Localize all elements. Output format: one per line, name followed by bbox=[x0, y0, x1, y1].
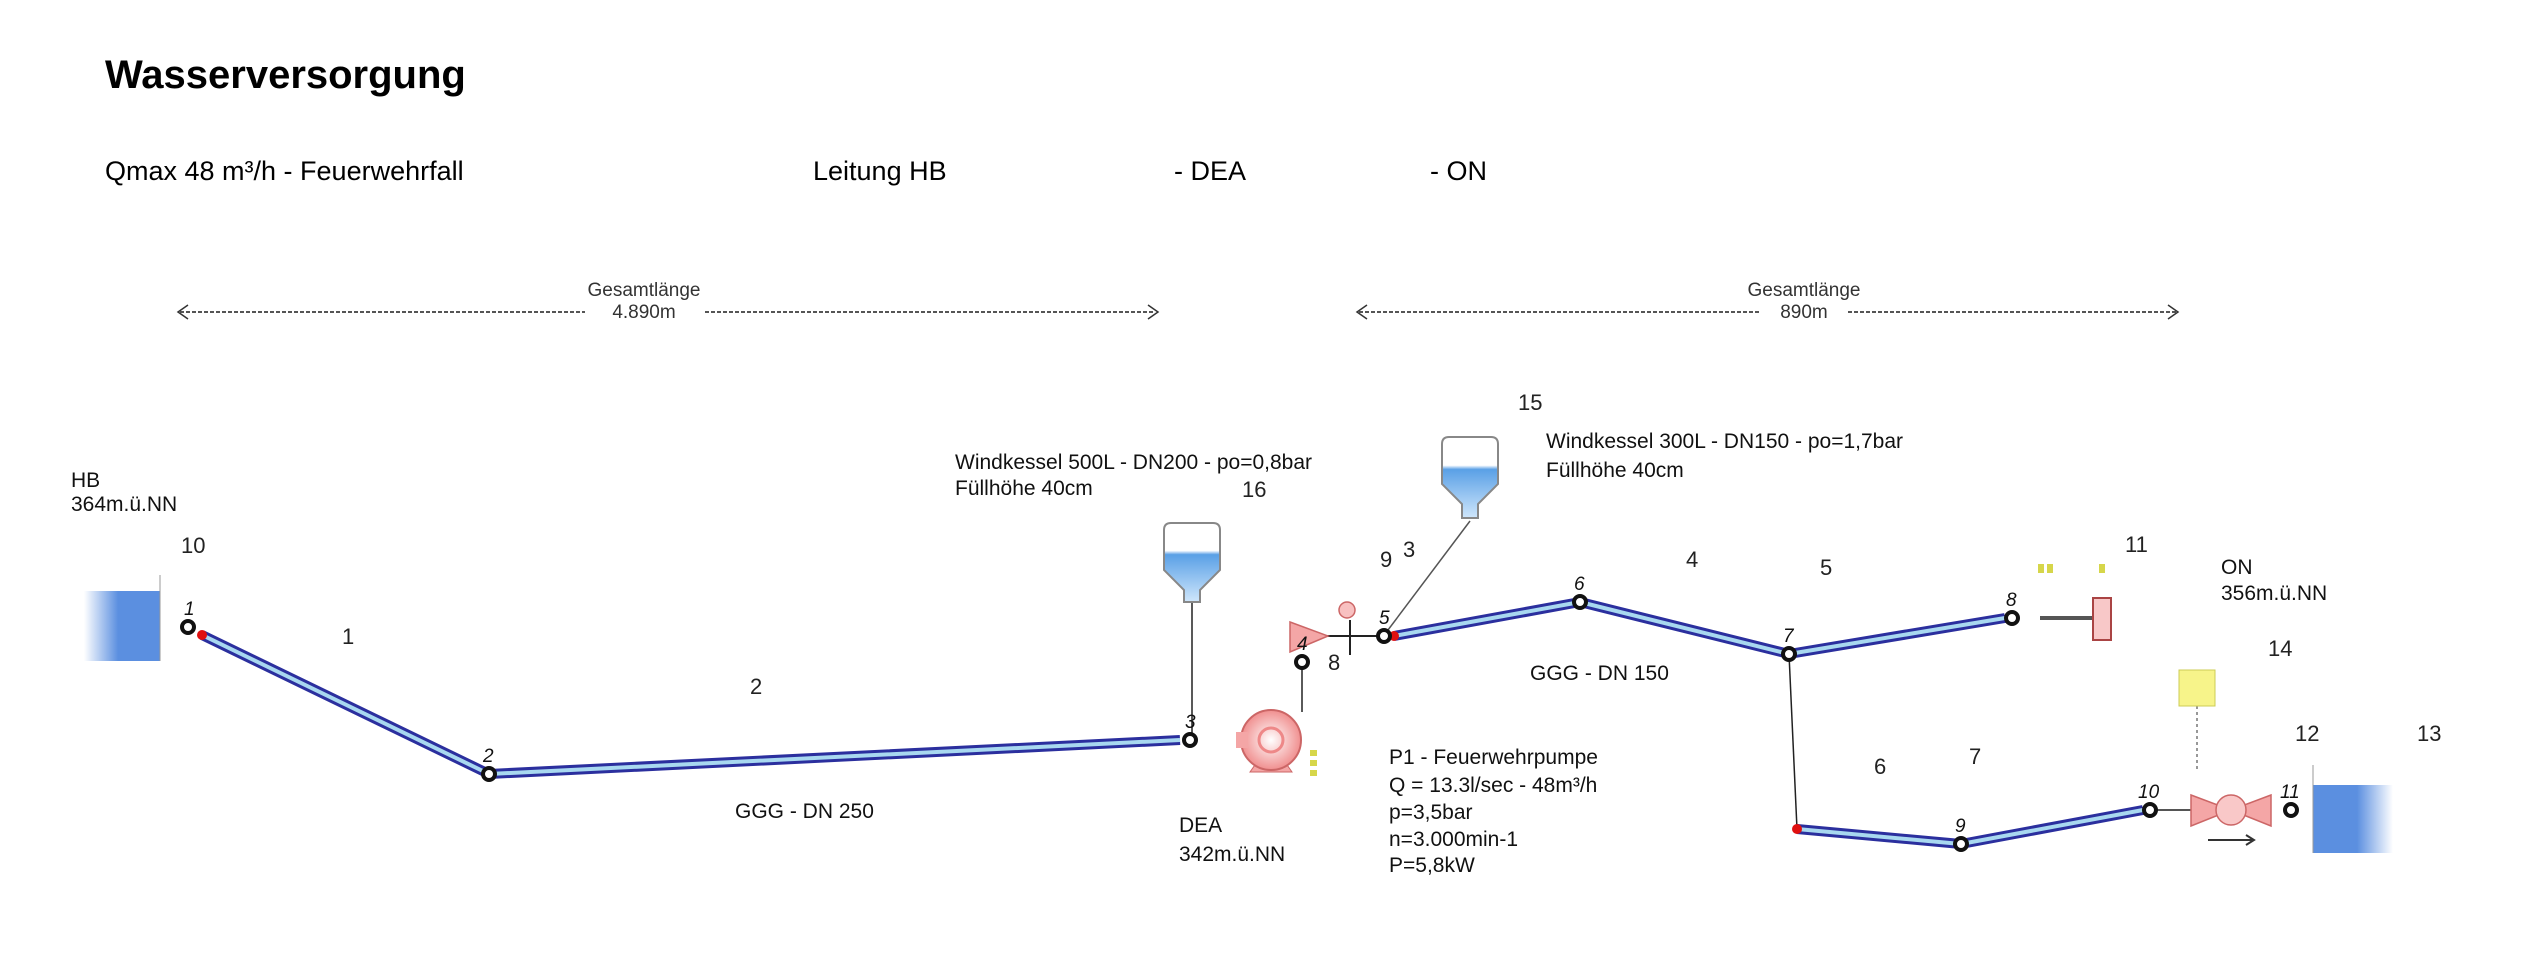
node-label: 2 bbox=[482, 746, 494, 767]
nodes bbox=[180, 594, 2299, 852]
element-number: 10 bbox=[181, 533, 205, 558]
element-number: 9 bbox=[1380, 547, 1392, 572]
vessel-1-id: 16 bbox=[1242, 477, 1266, 502]
pump-pressure: p=3,5bar bbox=[1389, 801, 1473, 824]
pump-p1[interactable] bbox=[1236, 709, 1302, 773]
node-label: 11 bbox=[2280, 782, 2300, 803]
dimension-value: 890m bbox=[1780, 302, 1828, 323]
element-number: 11 bbox=[2125, 532, 2148, 557]
element-number: 2 bbox=[750, 674, 762, 699]
node-label: 9 bbox=[1955, 816, 1966, 837]
element-number: 4 bbox=[1686, 547, 1698, 572]
pipe-label-dn150: GGG - DN 150 bbox=[1530, 662, 1669, 685]
vessel-1-spec: Windkessel 500L - DN200 - po=0,8bar bbox=[955, 451, 1312, 474]
element-number: 8 bbox=[1328, 650, 1340, 675]
pipe-label-dn250: GGG - DN 250 bbox=[735, 800, 874, 823]
load-case: Qmax 48 m³/h - Feuerwehrfall bbox=[105, 156, 464, 186]
pipe-section-dn150-lower[interactable] bbox=[1796, 805, 2144, 849]
node[interactable] bbox=[1182, 732, 1198, 748]
connector-line bbox=[1788, 653, 1798, 830]
node[interactable] bbox=[1294, 654, 1310, 670]
node[interactable] bbox=[2283, 802, 2299, 818]
check-valve[interactable] bbox=[1289, 601, 1356, 654]
pipe-section-dn150-upper[interactable] bbox=[1393, 597, 2006, 659]
dimension-label: Gesamtlänge bbox=[1747, 280, 1860, 301]
node-labels: 1 2 3 4 5 6 7 8 9 10 11 bbox=[184, 574, 2300, 837]
element-number: 1 bbox=[342, 624, 354, 649]
on-label: ON bbox=[2221, 556, 2253, 579]
vessel-1-fill: Füllhöhe 40cm bbox=[955, 477, 1093, 500]
node-label: 7 bbox=[1783, 626, 1795, 647]
node-label: 10 bbox=[2138, 782, 2160, 803]
node[interactable] bbox=[481, 766, 497, 782]
node-label: 1 bbox=[184, 599, 195, 620]
reservoir-hb[interactable] bbox=[84, 591, 160, 661]
node-label: 8 bbox=[2006, 590, 2017, 611]
element-number: 7 bbox=[1969, 744, 1981, 769]
node[interactable] bbox=[2004, 610, 2020, 626]
end-cap[interactable] bbox=[2092, 597, 2112, 641]
dimension-line-2: Gesamtlänge 890m bbox=[1355, 280, 2180, 323]
node[interactable] bbox=[1376, 628, 1392, 644]
vessel-2-spec: Windkessel 300L - DN150 - po=1,7bar bbox=[1546, 430, 1903, 453]
vessel-2-fill: Füllhöhe 40cm bbox=[1546, 459, 1684, 482]
pump-speed: n=3.000min-1 bbox=[1389, 828, 1518, 851]
node[interactable] bbox=[180, 619, 196, 635]
pump-flow: Q = 13.3l/sec - 48m³/h bbox=[1389, 774, 1597, 797]
air-vessel-500l[interactable] bbox=[1163, 522, 1221, 603]
status-indicators bbox=[1310, 564, 2105, 776]
node-label: 5 bbox=[1379, 608, 1390, 629]
element-number: 14 bbox=[2268, 636, 2292, 661]
dimension-line-1: Gesamtlänge 4.890m bbox=[176, 280, 1160, 323]
dea-label: DEA bbox=[1179, 814, 1222, 837]
air-vessel-300l[interactable] bbox=[1441, 436, 1499, 519]
pipe-section-dn250[interactable] bbox=[199, 630, 1181, 779]
dimension-value: 4.890m bbox=[612, 302, 675, 323]
line-dea: - DEA bbox=[1174, 156, 1246, 186]
control-valve[interactable] bbox=[2190, 793, 2272, 846]
node[interactable] bbox=[1572, 594, 1588, 610]
pump-power: P=5,8kW bbox=[1389, 854, 1475, 877]
dimension-label: Gesamtlänge bbox=[587, 280, 700, 301]
element-number: 12 bbox=[2295, 721, 2319, 746]
node-label: 4 bbox=[1297, 634, 1308, 655]
dea-elevation: 342m.ü.NN bbox=[1179, 843, 1285, 866]
hb-elevation: 364m.ü.NN bbox=[71, 493, 177, 516]
element-number: 6 bbox=[1874, 754, 1886, 779]
element-number: 13 bbox=[2417, 721, 2441, 746]
element-numbers: 10 1 2 8 9 3 4 5 11 14 6 7 12 13 bbox=[181, 532, 2441, 779]
node[interactable] bbox=[1781, 646, 1797, 662]
pump-name: P1 - Feuerwehrpumpe bbox=[1389, 746, 1598, 769]
node-label: 3 bbox=[1185, 712, 1196, 733]
vessel-2-id: 15 bbox=[1518, 390, 1542, 415]
element-number: 5 bbox=[1820, 555, 1832, 580]
reservoir-on[interactable] bbox=[2313, 785, 2393, 853]
line-name: Leitung HB bbox=[813, 156, 947, 186]
line-on: - ON bbox=[1430, 156, 1487, 186]
node[interactable] bbox=[2142, 802, 2158, 818]
control-box[interactable] bbox=[2178, 669, 2216, 707]
page-title: Wasserversorgung bbox=[105, 53, 466, 97]
hb-label: HB bbox=[71, 469, 100, 492]
element-number: 3 bbox=[1403, 537, 1415, 562]
pump-info: P1 - Feuerwehrpumpe Q = 13.3l/sec - 48m³… bbox=[1389, 746, 1598, 877]
node-label: 6 bbox=[1574, 574, 1585, 595]
node[interactable] bbox=[1953, 836, 1969, 852]
on-elevation: 356m.ü.NN bbox=[2221, 582, 2327, 605]
